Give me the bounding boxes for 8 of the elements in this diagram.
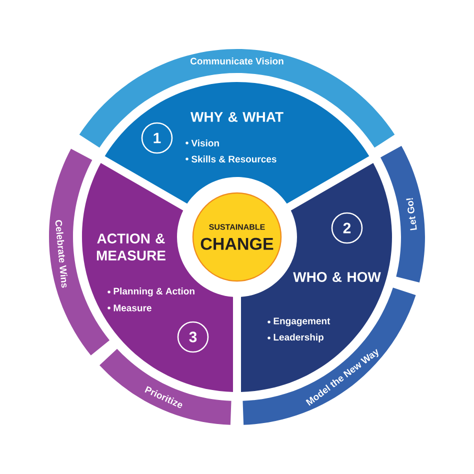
bullet-item: Measure (108, 304, 152, 312)
bullet-item: Planning & Action (108, 288, 194, 296)
bullet-item: Engagement (268, 318, 330, 326)
bullet-item: Leadership (268, 334, 324, 342)
bullet-item: Vision (186, 140, 219, 146)
bullet-item: Skills & Resources (186, 156, 276, 162)
sector: WHY & WHAT Vision Skills & Resources 1 (104, 82, 370, 204)
ring-segment: Let Go! (380, 146, 425, 282)
